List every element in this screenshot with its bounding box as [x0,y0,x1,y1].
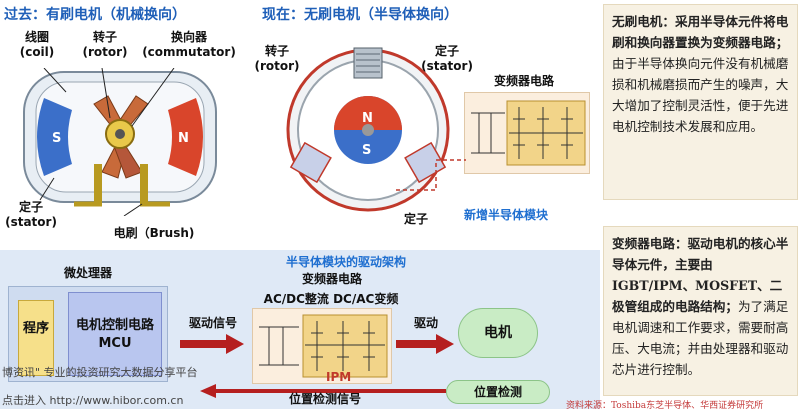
stator-label-brushless: 定子(stator) [421,44,473,73]
commutator-label: 换向器(commutator) [142,30,236,59]
coil-left [289,141,332,184]
drive-signal-arrow [180,334,244,354]
brush-label: 电刷（Brush) [113,226,195,240]
inverter-schematic-bottom [259,314,388,378]
coil-top [353,47,383,79]
brush-right [140,164,148,204]
brush-left [94,164,102,204]
drive-arrow [396,334,454,354]
position-signal-arrow [200,384,446,398]
inverter-title-bottom: 变频器电路 [301,272,362,286]
note-brushless: 无刷电机：采用半导体元件将电刷和换向器置换为变频器电路；由于半导体换向元件没有机… [603,4,798,200]
watermark-url[interactable]: http://www.hibor.com.cn [49,394,184,407]
position-signal-label: 位置检测信号 [288,392,361,406]
note-inverter: 变频器电路：驱动电机的核心半导体元件，主要由IGBT/IPM、MOSFET、二极… [603,226,798,396]
past-title: 过去：有刷电机（机械换向） [4,7,186,23]
coil-label: 线圈(coil) [19,30,55,59]
watermark-line1: 博资讯" 专业的投资研究大数据分享平台 [2,366,198,379]
position-detect-block: 位置检测 [446,380,550,404]
drive-label: 驱动 [413,316,438,330]
new-semiconductor-module-label: 新增半导体模块 [464,208,549,222]
drive-signal-label: 驱动信号 [188,316,237,330]
motor-block: 电机 [458,308,538,358]
coil-right [404,141,447,184]
inverter-schematic-top [471,100,586,166]
stator-magnet-s [37,98,72,176]
connection-lines [396,159,466,191]
brushless-motor-diagram: N S [286,47,450,212]
mcu-title: 微处理器 [63,266,112,280]
mcu-label: MCU [98,336,132,351]
pole-s-brushless: S [362,143,371,158]
control-circuit-block: 电机控制电路 MCU [68,292,162,376]
acdc-label: AC/DC整流 DC/AC变频 [263,292,399,306]
inverter-circuit-top [464,92,590,174]
program-block: 程序 [18,300,54,376]
stator-label-brushed: 定子(stator) [5,200,57,229]
stator-magnet-n [168,98,203,176]
now-title: 现在：无刷电机（半导体换向） [262,7,458,23]
rotor-label-brushed: 转子(rotor) [82,30,128,59]
inverter-label-top: 变频器电路 [493,74,554,88]
ipm-label: IPM [326,370,352,384]
drive-architecture-title: 半导体模块的驱动架构 [286,255,407,269]
inverter-circuit-bottom [252,308,392,384]
rotor-label-brushless: 转子(rotor) [254,44,300,73]
watermark-line2: 点击进入 http://www.hibor.com.cn [2,394,184,407]
brushed-motor-diagram: S N [23,68,217,216]
pole-s-brushed: S [52,131,61,146]
stator-label-bottom: 定子 [403,212,428,226]
pole-n-brushless: N [362,111,373,126]
pole-n-brushed: N [178,131,189,146]
source-note: 资料来源：Toshiba东芝半导体、华西证券研究所 [566,401,764,411]
